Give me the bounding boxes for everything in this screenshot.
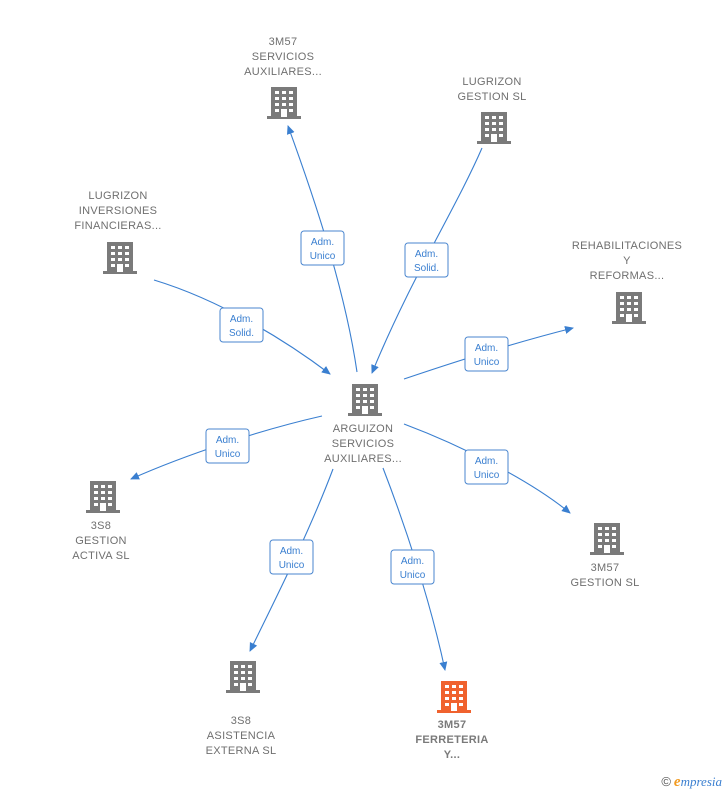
edge-e3: Adm. Solid. <box>153 279 331 375</box>
company-name-line[interactable]: 3S8 <box>231 715 251 727</box>
edge-label-text: Adm. <box>280 546 303 557</box>
company-name-line[interactable]: FERRETERIA <box>415 734 488 746</box>
edge-label-box[interactable] <box>205 428 250 464</box>
edge-e6: Adm. Unico <box>403 423 571 514</box>
building-icon[interactable] <box>226 661 260 693</box>
edge-label-text: Adm. <box>311 237 334 248</box>
edge-label-text: Unico <box>400 570 426 581</box>
brand-initial: e <box>673 774 681 790</box>
company-node-center[interactable]: ARGUIZON SERVICIOS AUXILIARES... <box>324 384 402 465</box>
edge-label-text: Unico <box>474 470 500 481</box>
building-icon[interactable] <box>86 481 120 513</box>
edge-e8: Adm. Unico <box>382 467 448 671</box>
company-name-line[interactable]: REFORMAS... <box>590 270 665 282</box>
edge-e5: Adm. Unico <box>130 415 323 480</box>
copyright-symbol: © <box>661 774 671 789</box>
edge-label-text: Adm. <box>415 249 438 260</box>
edge-e1: Adm. Unico <box>286 125 358 373</box>
building-icon[interactable] <box>348 384 382 416</box>
company-name-line[interactable]: LUGRIZON <box>88 190 147 202</box>
building-icon[interactable] <box>437 681 471 713</box>
company-name-line[interactable]: LUGRIZON <box>462 76 521 88</box>
edge-label-text: Unico <box>474 357 500 368</box>
edge-label-text: Adm. <box>475 456 498 467</box>
company-node-n4[interactable]: REHABILITACIONES Y REFORMAS... <box>572 240 682 324</box>
company-name-line[interactable]: Y... <box>444 749 461 761</box>
company-name-line[interactable]: AUXILIARES... <box>244 66 322 78</box>
edge-e7: Adm. Unico <box>249 468 334 652</box>
company-name-line[interactable]: Y <box>623 255 631 267</box>
company-node-n3[interactable]: LUGRIZON INVERSIONES FINANCIERAS... <box>74 190 161 274</box>
company-node-n2[interactable]: LUGRIZON GESTION SL <box>457 76 526 144</box>
edge-label-text: Solid. <box>414 263 439 274</box>
company-name-line[interactable]: 3M57 <box>591 562 620 574</box>
company-name-line[interactable]: INVERSIONES <box>79 205 158 217</box>
edge-label-text: Adm. <box>401 556 424 567</box>
company-name-line[interactable]: ARGUIZON <box>333 423 393 435</box>
company-name-line[interactable]: 3M57 <box>269 36 298 48</box>
edge-label-box[interactable] <box>464 449 509 485</box>
edge-label-box[interactable] <box>464 336 509 372</box>
edge-label-text: Adm. <box>216 435 239 446</box>
company-name-line[interactable]: GESTION SL <box>457 91 526 103</box>
company-name-line[interactable]: SERVICIOS <box>252 51 314 63</box>
company-name-line[interactable]: 3M57 <box>438 719 467 731</box>
nodes-layer: ARGUIZONSERVICIOSAUXILIARES...3M57SERVIC… <box>72 36 682 761</box>
company-name-line[interactable]: ASISTENCIA <box>207 730 276 742</box>
company-name-line[interactable]: ACTIVA SL <box>72 550 130 562</box>
company-name-line[interactable]: EXTERNA SL <box>206 745 277 757</box>
edge-label-box[interactable] <box>300 230 345 266</box>
company-name-line[interactable]: 3S8 <box>91 520 111 532</box>
company-name-line[interactable]: SERVICIOS <box>332 438 394 450</box>
edge-label-text: Adm. <box>475 343 498 354</box>
company-name-line[interactable]: GESTION SL <box>570 577 639 589</box>
empresia-logo: ©empresia <box>661 774 722 791</box>
brand-name: mpresia <box>680 774 722 789</box>
edge-label-box[interactable] <box>404 242 449 278</box>
edge-label-box[interactable] <box>219 307 264 343</box>
building-icon[interactable] <box>103 242 137 274</box>
building-icon[interactable] <box>267 87 301 119</box>
edge-label-text: Unico <box>215 449 241 460</box>
edge-label-text: Solid. <box>229 328 254 339</box>
edge-label-box[interactable] <box>269 539 314 575</box>
edge-label-text: Unico <box>279 560 305 571</box>
company-name-line[interactable]: FINANCIERAS... <box>74 220 161 232</box>
edge-label-text: Unico <box>310 251 336 262</box>
edge-label-box[interactable] <box>390 549 435 585</box>
company-name-line[interactable]: AUXILIARES... <box>324 453 402 465</box>
edge-e2: Adm. Solid. <box>371 147 483 374</box>
building-icon[interactable] <box>590 523 624 555</box>
building-icon[interactable] <box>612 292 646 324</box>
edge-label-text: Adm. <box>230 314 253 325</box>
edge-e4: Adm. Unico <box>403 326 574 380</box>
company-name-line[interactable]: GESTION <box>75 535 127 547</box>
building-icon[interactable] <box>477 112 511 144</box>
company-name-line[interactable]: REHABILITACIONES <box>572 240 682 252</box>
